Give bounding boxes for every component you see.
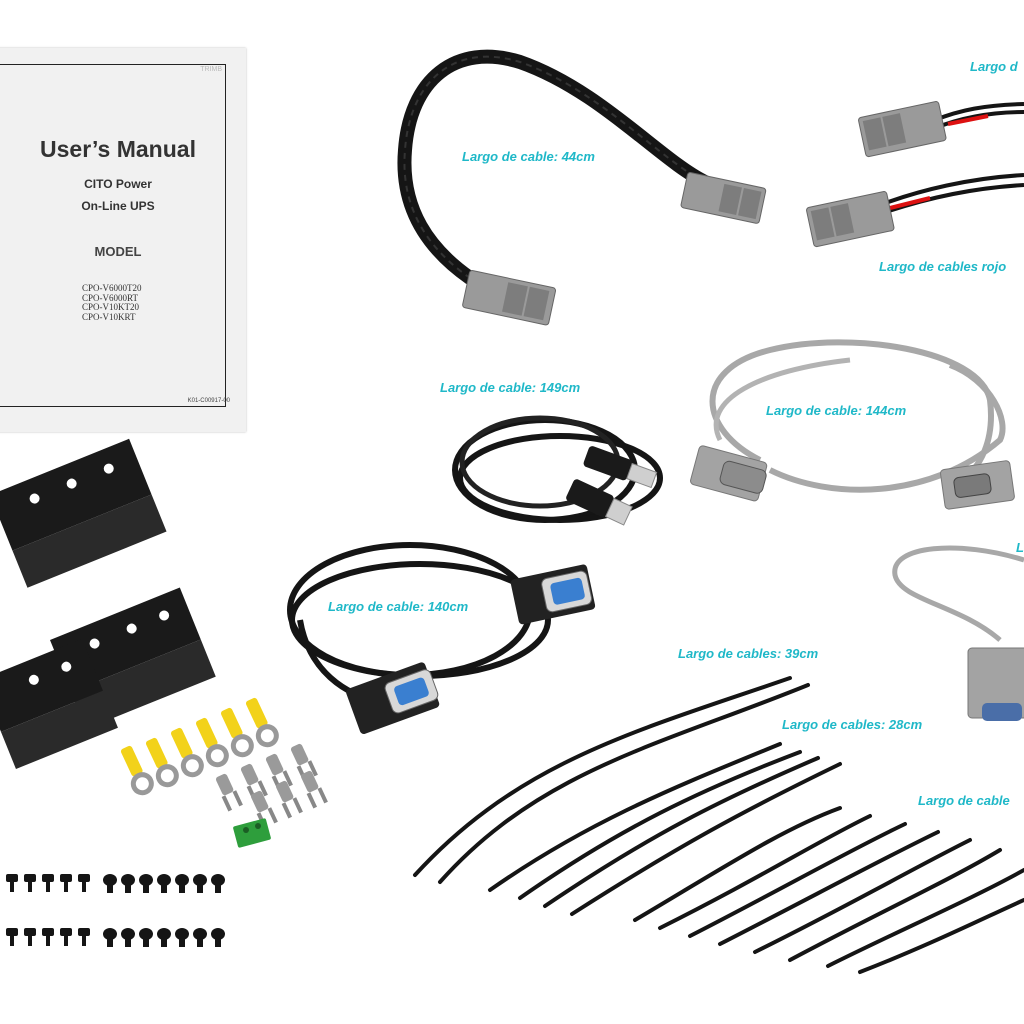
fork-terminals-gray xyxy=(215,743,328,829)
db9-male-connector xyxy=(940,460,1015,510)
db9-female-connector-blue xyxy=(510,564,596,625)
label-cable-149cm: Largo de cable: 149cm xyxy=(440,380,581,395)
usb-a-plug xyxy=(583,446,658,489)
serial-cable-short xyxy=(892,545,1024,721)
model-code: CPO-V6000RT xyxy=(82,292,138,303)
anderson-connector xyxy=(462,270,557,326)
manual-brand: CITO Power xyxy=(84,177,152,191)
screws xyxy=(6,874,225,947)
rack-mount-brackets xyxy=(0,438,216,770)
model-code: CPO-V10KT20 xyxy=(82,302,140,312)
serial-cable-140cm xyxy=(287,542,596,734)
battery-cable-44cm xyxy=(397,49,767,326)
model-code: CPO-V10KRT xyxy=(82,311,136,322)
db9-female-connector xyxy=(690,445,768,502)
label-cable-top-right: Largo d xyxy=(970,59,1018,74)
manual-model-list: CPO-V6000T20 CPO-V6000RT CPO-V10KT20 CPO… xyxy=(82,283,142,322)
serial-cable-144cm xyxy=(690,339,1015,510)
terminal-block-green xyxy=(233,818,271,848)
users-manual: TRIMB User’s Manual CITO Power On-Line U… xyxy=(0,48,246,432)
manual-border xyxy=(0,64,226,407)
manual-watermark: TRIMB xyxy=(200,66,222,73)
label-cables-right: Largo de cable xyxy=(918,793,1010,808)
label-cable-140cm: Largo de cable: 140cm xyxy=(328,599,469,614)
label-cable-144cm: Largo de cable: 144cm xyxy=(766,403,907,418)
model-code: CPO-V6000T20 xyxy=(82,283,142,293)
bracket xyxy=(0,438,167,588)
anderson-connector xyxy=(680,172,767,224)
manual-title: User’s Manual xyxy=(40,136,196,162)
anderson-connector xyxy=(806,191,895,248)
battery-leads-red xyxy=(806,101,1024,248)
label-cable-44cm: Largo de cable: 44cm xyxy=(462,149,595,164)
bracket xyxy=(0,638,118,770)
parallel-cables xyxy=(413,676,1024,974)
db9-male-connector xyxy=(967,647,1024,721)
manual-model-heading: MODEL xyxy=(94,244,142,259)
label-cables-28cm: Largo de cables: 28cm xyxy=(782,717,923,732)
usb-cable-149cm xyxy=(452,415,663,526)
manual-doc-code: K01-C00917-00 xyxy=(187,398,230,404)
anderson-connector xyxy=(858,101,947,158)
usb-b-plug xyxy=(566,479,633,526)
db9-male-connector-blue xyxy=(346,662,440,734)
label-edge-fragment: L xyxy=(1016,540,1024,555)
label-cables-red: Largo de cables rojo xyxy=(879,259,1007,274)
manual-product: On-Line UPS xyxy=(81,199,155,213)
ring-terminals-yellow xyxy=(120,697,279,796)
label-cables-39cm: Largo de cables: 39cm xyxy=(678,646,819,661)
